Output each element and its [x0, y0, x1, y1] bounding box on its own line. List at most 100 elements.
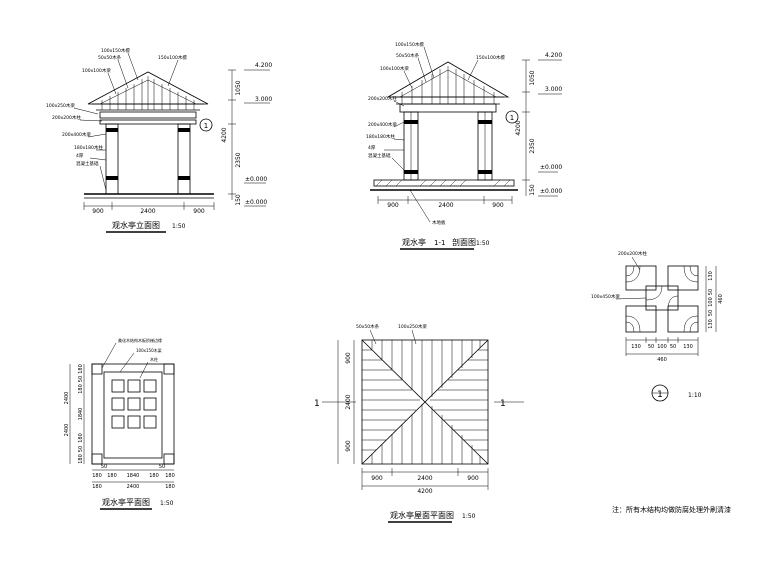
front-label-10: 混凝土基础: [76, 160, 99, 167]
plan-dim-l2: 50: [78, 376, 84, 382]
front-level-2: 3.000: [255, 96, 272, 103]
roof-title: 观水亭屋面平面图: [390, 510, 454, 520]
detail-callout: 1: [657, 390, 663, 400]
roof-dim-l3: 900: [345, 440, 352, 452]
section-label-8: 4厚: [368, 145, 376, 151]
plan-title: 观水亭平面图: [102, 497, 150, 507]
section-label-9: 混凝土基础: [368, 152, 391, 159]
roof-rafters: [362, 340, 488, 464]
section-dim-right-1: 1050: [529, 70, 536, 85]
front-dim-right-4: 150: [235, 194, 242, 206]
section-dim-right-2: 4200: [515, 120, 522, 135]
front-label-1: 100x150木檩: [101, 47, 130, 54]
plan-dim-outer-3: 180: [165, 484, 175, 490]
detail-label-2: 100x450木梁: [591, 293, 620, 300]
plan-label-3: 木柱: [150, 356, 158, 362]
front-column-right: [177, 123, 191, 195]
roof-section-mark-right: 1: [500, 399, 506, 409]
detail-dim-r5: 130: [708, 319, 714, 329]
roof-outline: [361, 339, 489, 465]
section-title-b: 1-1: [434, 239, 445, 247]
front-dim-right-3: 2350: [235, 152, 242, 167]
front-callout-circle: [199, 118, 213, 132]
section-level-1: 4.200: [545, 52, 562, 59]
plan-label-1: 美化木结构木板阶梯边缘: [118, 337, 162, 343]
section-dim-right-4: 150: [529, 184, 536, 196]
detail-dim-r3: 100: [708, 297, 714, 307]
roof-dim-l2: 2400: [345, 394, 352, 409]
plan-dim-outer-1: 180: [92, 484, 102, 490]
front-dim-bottom-2: 2400: [140, 208, 155, 215]
front-label-3: 100x100木梁: [82, 67, 111, 74]
section-title-c: 剖面图: [452, 237, 476, 247]
plan-dim-b2: 50: [101, 464, 107, 470]
section-label-4: 150x100木檩: [476, 54, 505, 61]
detail-dim-b2: 50: [648, 344, 654, 350]
front-label-6: 200x200木柱: [52, 114, 81, 121]
detail-dim-b4: 50: [670, 344, 676, 350]
front-label-2: 50x50木条: [98, 54, 122, 61]
general-note: 注：所有木结构均做防腐处理外刷清漆: [612, 505, 731, 514]
roof-label-1: 50x50木条: [356, 323, 380, 330]
detail-dim-b5: 130: [683, 344, 693, 350]
plan-dim-l4: 1840: [78, 408, 84, 421]
roof-scale: 1:50: [462, 513, 476, 520]
plan-dim-outer-2: 2400: [127, 484, 140, 490]
section-title-a: 观水亭: [402, 237, 426, 247]
section-dim-right-3: 2350: [529, 138, 536, 153]
detail-scale: 1:10: [688, 392, 702, 399]
front-label-7: 200x400木梁: [62, 131, 91, 138]
plan-dim-b6: 50: [159, 464, 165, 470]
section-level-4: ±0.000: [540, 188, 562, 195]
plan-dim-b1: 180: [92, 473, 102, 479]
section-label-3: 100x100木梁: [380, 65, 409, 72]
roof-label-2: 100x250木梁: [398, 323, 427, 330]
section-label-2: 50x50木条: [396, 52, 420, 59]
roof-dim-total: 4200: [417, 488, 432, 495]
section-view: 900 2400 900 1050 4200 2350 150 4.200 3.…: [366, 41, 562, 250]
front-dim-right-2: 4200: [221, 127, 228, 142]
plan-dim-b4: 1840: [127, 473, 140, 479]
plan-scale: 1:50: [160, 500, 174, 507]
front-level-1: 4.200: [255, 62, 272, 69]
section-label-6: 200x400木梁: [368, 121, 397, 128]
detail-dim-b3: 100: [657, 344, 667, 350]
plan-dim-lo2: 2400: [64, 424, 70, 437]
section-label-10: 木地板: [432, 219, 446, 226]
plan-dim-l7: 180: [78, 454, 84, 464]
front-title: 观水亭立面图: [112, 220, 160, 230]
section-label-7: 180x180木柱: [366, 133, 395, 140]
front-label-4: 150x100木檩: [158, 54, 187, 61]
section-scale: 1:50: [476, 240, 490, 247]
front-level-4: ±0.000: [245, 199, 267, 206]
plan-dim-b5: 180: [149, 473, 159, 479]
front-elevation: 900 2400 900 1050 4200 2350 150 4.200 3.…: [46, 47, 272, 233]
front-dim-bottom-3: 900: [193, 208, 205, 215]
roof-dim-b2: 2400: [417, 475, 432, 482]
plan-dim-b3: 180: [107, 473, 117, 479]
front-label-9: 4厚: [76, 153, 84, 159]
detail-label-1: 200x200木柱: [618, 250, 647, 257]
detail-dim-r4: 50: [708, 310, 714, 316]
plan-dim-lo1: 2400: [64, 392, 70, 405]
detail-dim-b1: 130: [631, 344, 641, 350]
front-label-5: 100x250木梁: [46, 102, 75, 109]
column-detail: 200x200木柱 100x450木梁 130 50 100 50 130 46…: [591, 250, 724, 402]
section-level-3: ±0.000: [540, 164, 562, 171]
front-dim-bottom-1: 900: [92, 208, 104, 215]
plan-dim-l1: 180: [78, 364, 84, 374]
plan-dim-l6: 50: [78, 446, 84, 452]
detail-dim-r1: 130: [708, 271, 714, 281]
detail-dim-right-total: 460: [718, 294, 724, 304]
section-dim-bottom-2: 2400: [438, 202, 453, 209]
roof-section-mark-left: 1: [314, 399, 320, 409]
roof-dim-l1: 900: [345, 352, 352, 364]
section-dim-bottom-3: 900: [492, 202, 504, 209]
section-label-5: 200x200木柱: [368, 95, 397, 102]
section-dim-bottom-1: 900: [387, 202, 399, 209]
section-callout-circle: [505, 110, 519, 124]
section-label-1: 100x150木檩: [395, 41, 424, 48]
front-callout: 1: [204, 122, 208, 130]
roof-plan: 50x50木条 100x250木梁 1 1 900 2400 900 900 2…: [314, 323, 524, 523]
